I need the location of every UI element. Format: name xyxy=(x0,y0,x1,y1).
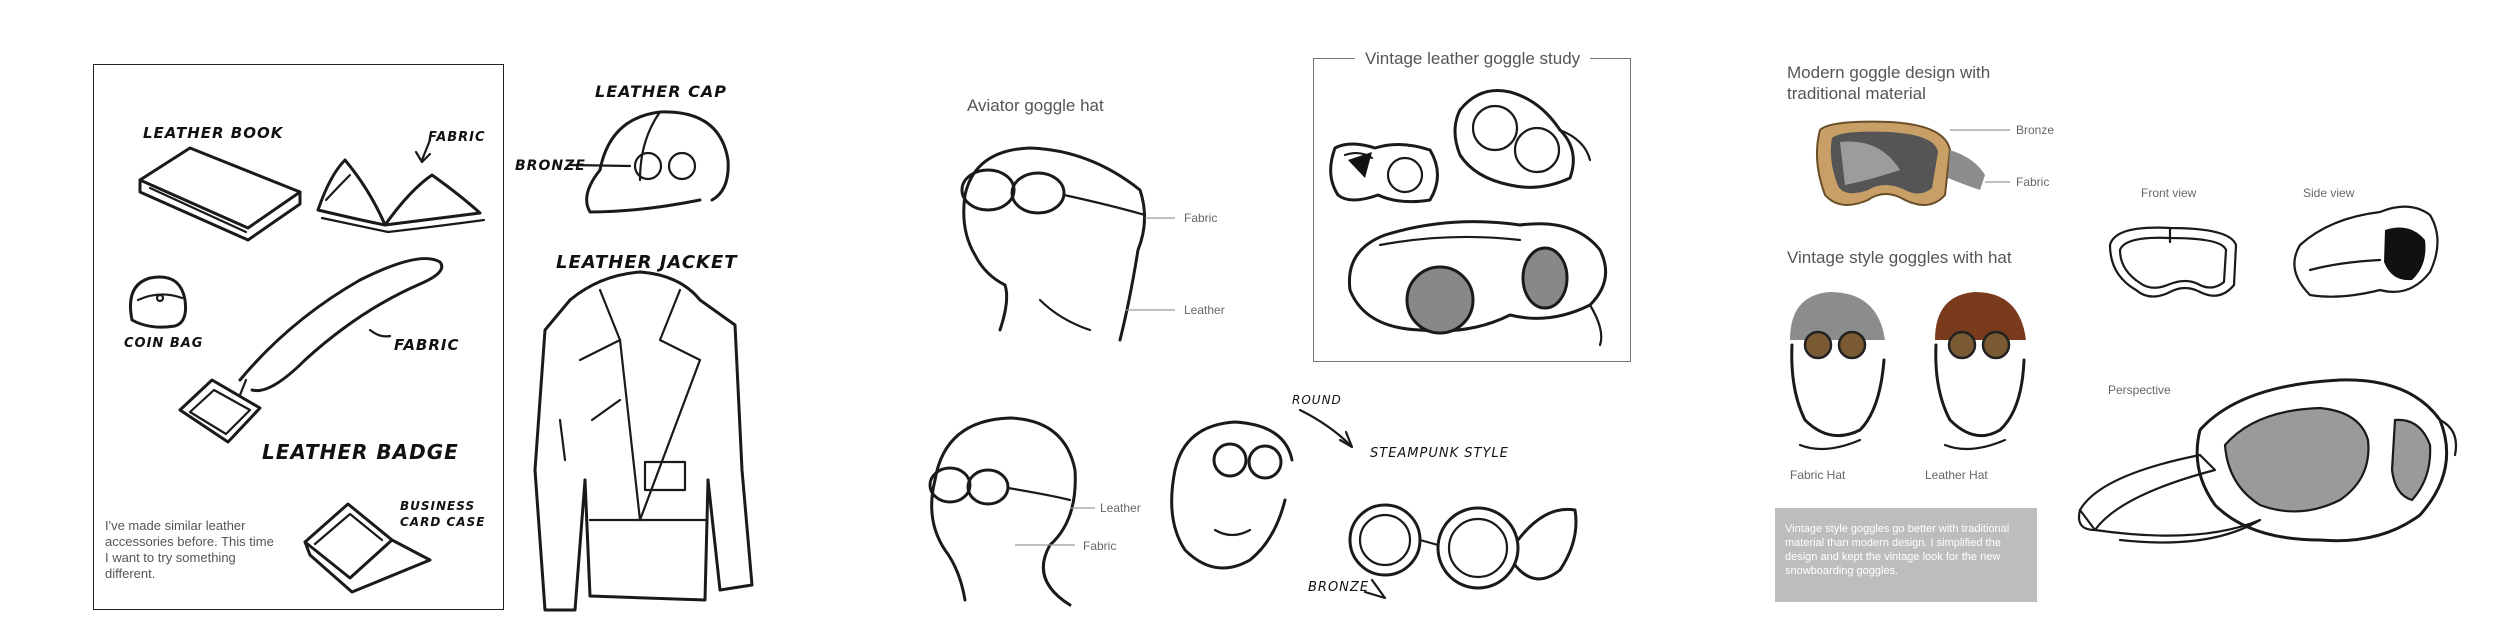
side-view-goggle xyxy=(2293,205,2439,298)
front-view-goggle xyxy=(2108,226,2238,298)
side-fabric-label: Fabric xyxy=(1083,539,1117,553)
perspective-goggle xyxy=(2077,378,2458,544)
fabric-strap-label: FABRIC xyxy=(394,336,460,354)
modern-goggle-title: Modern goggle design with traditional ma… xyxy=(1787,63,1991,103)
leather-hat-label: Leather Hat xyxy=(1925,468,1988,482)
modern-bronze-label: Bronze xyxy=(2016,123,2055,137)
round-label: ROUND xyxy=(1292,393,1342,407)
fabric-hat-label: Fabric Hat xyxy=(1790,468,1846,482)
side-view-label: Side view xyxy=(2303,186,2355,200)
leather-cap-sketch xyxy=(568,110,730,214)
vintage-study-title: Vintage leather goggle study xyxy=(1355,49,1591,69)
front-view-label: Front view xyxy=(2141,186,2197,200)
coin-bag-sketch xyxy=(129,275,187,329)
round-arrow xyxy=(1298,408,1352,447)
leather-book-sketch xyxy=(138,146,302,242)
leather-book-label: LEATHER BOOK xyxy=(143,124,284,142)
business-card-case-label: BUSINESS CARD CASE xyxy=(400,499,486,529)
business-card-case-sketch xyxy=(303,502,432,594)
round-goggle-girl-sketch xyxy=(1170,420,1294,570)
steampunk-style-label: STEAMPUNK STYLE xyxy=(1370,446,1509,461)
leather-badge-sketch xyxy=(178,257,444,444)
leather-jacket-label: LEATHER JACKET xyxy=(556,252,738,273)
vintage-hat-title: Vintage style goggles with hat xyxy=(1787,248,2012,267)
aviator-goggle-hat-title: Aviator goggle hat xyxy=(967,96,1104,115)
coin-bag-label: COIN BAG xyxy=(124,336,204,351)
vintage-goggle-large xyxy=(1347,220,1608,347)
aviator-leather-label: Leather xyxy=(1184,303,1225,317)
leather-cap-label: LEATHER CAP xyxy=(595,82,727,101)
fabric-hat-head xyxy=(1790,292,1886,451)
vintage-goggle-small-2 xyxy=(1453,89,1592,189)
modern-goggle-render xyxy=(1816,120,1985,206)
leather-jacket-sketch xyxy=(533,270,754,612)
steampunk-goggles-sketch xyxy=(1348,503,1578,600)
aviator-hat-head-sketch xyxy=(960,146,1147,342)
vintage-study-frame xyxy=(1313,58,1631,362)
accessories-note: I've made similar leather accessories be… xyxy=(105,518,274,581)
modern-fabric-label: Fabric xyxy=(2016,175,2050,189)
summary-box xyxy=(1775,508,2037,602)
cap-bronze-label: BRONZE xyxy=(515,158,586,174)
fabric-notebook-sketch xyxy=(316,138,486,234)
aviator-hat-side-sketch xyxy=(928,416,1077,607)
leather-hat-head xyxy=(1934,292,2026,451)
perspective-label: Perspective xyxy=(2108,383,2171,397)
round-arrowhead xyxy=(1338,430,1354,449)
aviator-fabric-label: Fabric xyxy=(1184,211,1218,225)
side-leather-label: Leather xyxy=(1100,501,1141,515)
steampunk-bronze-label: BRONZE xyxy=(1308,580,1370,595)
leather-badge-label: LEATHER BADGE xyxy=(262,440,459,464)
fabric-notebook-label: FABRIC xyxy=(428,130,486,145)
summary-text: Vintage style goggles go better with tra… xyxy=(1785,523,2010,577)
accessories-panel xyxy=(93,64,504,610)
vintage-goggle-small-1 xyxy=(1329,142,1439,204)
